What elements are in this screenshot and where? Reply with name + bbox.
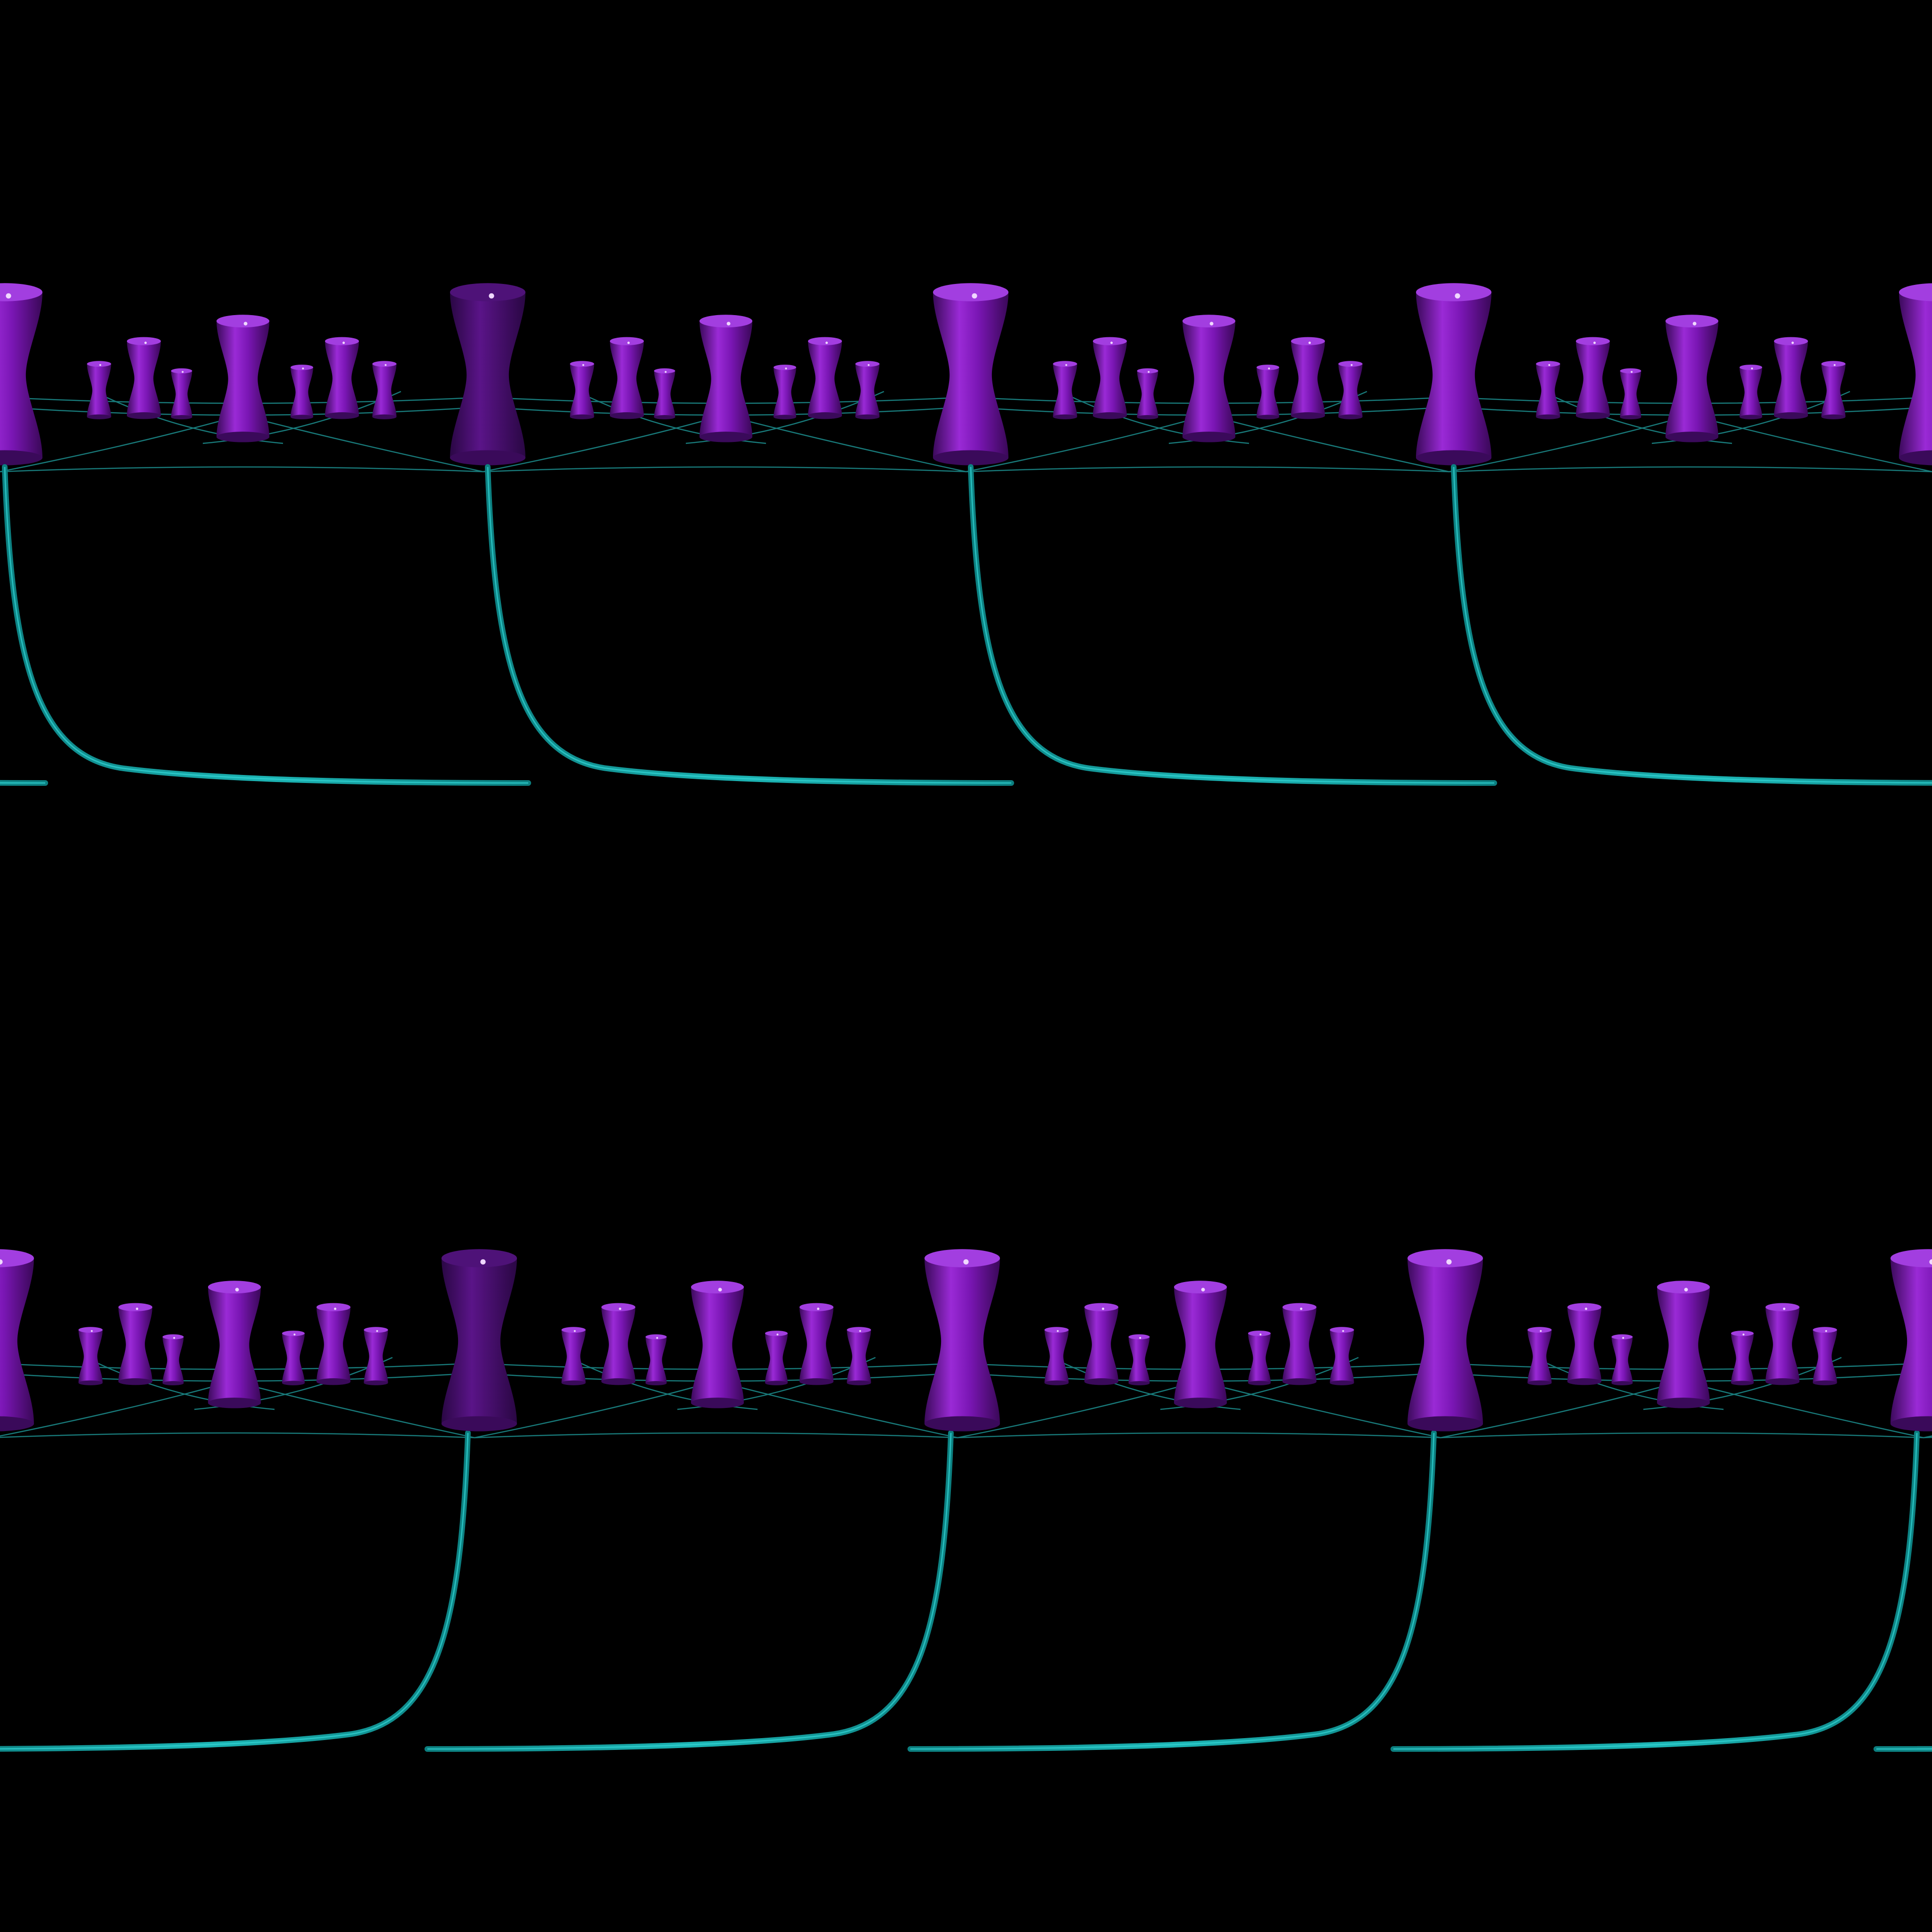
hourglass-medium-icon <box>217 315 269 442</box>
hourglass-small-icon <box>1291 337 1325 419</box>
hourglass-tiny-icon <box>561 1327 586 1385</box>
decay-curve <box>968 464 1497 786</box>
hourglass-small-icon <box>808 337 842 419</box>
decay-curve <box>485 464 1014 786</box>
hourglass-small-icon <box>1576 337 1610 419</box>
decay-curve <box>0 1430 471 1752</box>
hourglass-large-icon <box>441 1249 517 1432</box>
hourglass-tiny-icon <box>1338 361 1363 419</box>
hourglass-small-icon <box>316 1303 350 1385</box>
hourglass-tiny-icon <box>855 361 880 419</box>
decay-curve <box>425 1430 954 1752</box>
hourglass-tiny-icon <box>291 365 313 419</box>
scene-tile <box>933 283 1497 786</box>
scene-tile <box>1899 283 1932 472</box>
hourglass-tiny-icon <box>1128 1334 1150 1386</box>
hourglass-tiny-icon <box>162 1334 184 1386</box>
hourglass-small-icon <box>118 1303 152 1385</box>
hourglass-small-icon <box>1084 1303 1118 1385</box>
hourglass-tiny-icon <box>1248 1331 1271 1385</box>
decay-curve <box>1451 464 1932 786</box>
hourglass-medium-icon <box>1174 1281 1227 1408</box>
hourglass-small-icon <box>1282 1303 1316 1385</box>
hourglass-tiny-icon <box>1731 1331 1754 1385</box>
hourglass-large-icon <box>933 283 1008 466</box>
hourglass-small-icon <box>1567 1303 1601 1385</box>
hourglass-tiny-icon <box>171 368 192 420</box>
hourglass-tiny-icon <box>1137 368 1158 420</box>
scene-tile <box>1874 1249 1932 1752</box>
hourglass-tiny-icon <box>654 368 675 420</box>
hourglass-tiny-icon <box>1620 368 1641 420</box>
tile-layer <box>0 283 1932 1752</box>
hourglass-tiny-icon <box>1527 1327 1552 1385</box>
hourglass-tiny-icon <box>1330 1327 1354 1385</box>
hourglass-tiny-icon <box>364 1327 388 1385</box>
hourglass-tiny-icon <box>774 365 796 419</box>
hourglass-tiny-icon <box>570 361 594 419</box>
hourglass-tiny-icon <box>1821 361 1846 419</box>
hourglass-large-icon <box>1899 283 1932 466</box>
hourglass-large-icon <box>924 1249 1000 1432</box>
scene-tile <box>425 1249 977 1752</box>
hourglass-tiny-icon <box>372 361 397 419</box>
scene-tile <box>0 1249 494 1752</box>
hourglass-large-icon <box>450 283 525 466</box>
hourglass-small-icon <box>1765 1303 1799 1385</box>
scene-tile <box>1416 283 1932 786</box>
hourglass-small-icon <box>1774 337 1808 419</box>
hourglass-tiny-icon <box>1536 361 1560 419</box>
hourglass-tiny-icon <box>87 361 111 419</box>
hourglass-tiny-icon <box>78 1327 103 1385</box>
hourglass-small-icon <box>1093 337 1127 419</box>
hourglass-medium-icon <box>1666 315 1718 442</box>
hourglass-tiny-icon <box>1813 1327 1837 1385</box>
scene-tile <box>450 283 1014 786</box>
hourglass-small-icon <box>325 337 359 419</box>
hourglass-small-icon <box>799 1303 833 1385</box>
hourglass-small-icon <box>601 1303 635 1385</box>
hourglass-medium-icon <box>208 1281 261 1408</box>
decay-curve <box>1391 1430 1920 1752</box>
hourglass-large-icon <box>1407 1249 1483 1432</box>
hourglass-small-icon <box>610 337 644 419</box>
hourglass-large-icon <box>0 1249 34 1432</box>
hourglass-tiny-icon <box>645 1334 667 1386</box>
hourglass-large-icon <box>1890 1249 1932 1432</box>
hourglass-tiny-icon <box>1053 361 1077 419</box>
hourglass-tiny-icon <box>1740 365 1762 419</box>
hourglass-large-icon <box>1416 283 1491 466</box>
hourglass-medium-icon <box>700 315 752 442</box>
hourglass-tiny-icon <box>1257 365 1279 419</box>
hourglass-small-icon <box>127 337 161 419</box>
hourglass-tiny-icon <box>847 1327 871 1385</box>
scene-tile <box>1391 1249 1932 1752</box>
hourglass-tiny-icon <box>282 1331 305 1385</box>
decay-curve <box>908 1430 1437 1752</box>
hourglass-tiny-icon <box>1611 1334 1633 1386</box>
decay-curve <box>2 464 531 786</box>
hourglass-medium-icon <box>1183 315 1235 442</box>
hourglass-tiny-icon <box>1044 1327 1069 1385</box>
hourglass-medium-icon <box>691 1281 744 1408</box>
scene-tile <box>908 1249 1460 1752</box>
hourglass-tiny-icon <box>765 1331 788 1385</box>
hourglass-medium-icon <box>1657 1281 1710 1408</box>
scene-tile <box>0 283 531 786</box>
hourglass-large-icon <box>0 283 42 466</box>
